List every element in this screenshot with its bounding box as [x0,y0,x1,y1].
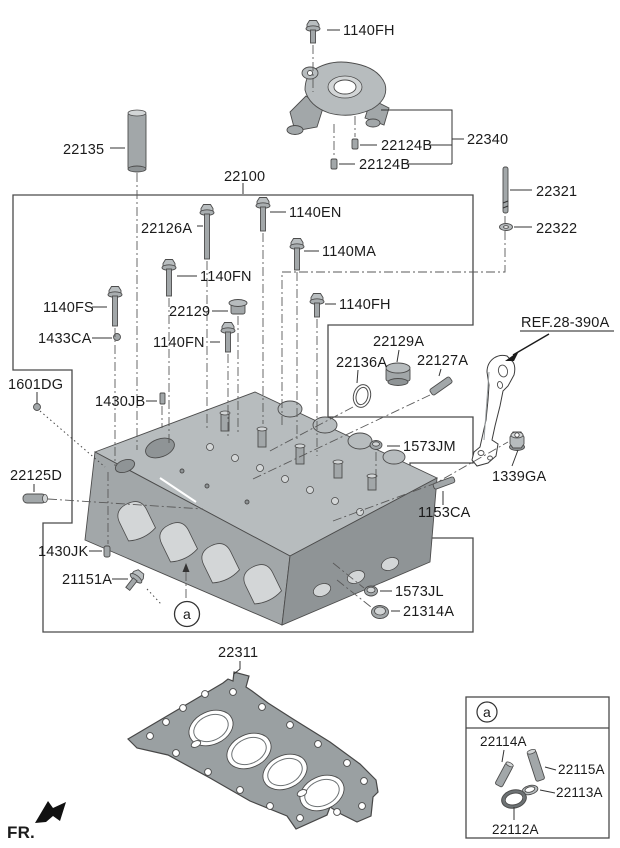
pin-22124b-1-drawing [351,138,359,150]
valve-guide-drawing [127,109,147,173]
label-1573jl: 1573JL [395,584,444,600]
plug-22129a-drawing [385,362,411,386]
label-22321: 22321 [536,184,577,200]
leader-1601dg-dotted [39,410,106,468]
label-22129a: 22129A [373,334,424,350]
label-22100: 22100 [224,169,265,185]
label-22112a: 22112A [492,822,539,837]
valve-seat-22112a-drawing [501,789,527,809]
label-1140en: 1140EN [289,205,342,221]
bolt-22126a-drawing [199,204,215,260]
label-22114a: 22114A [480,734,527,749]
front-arrow-icon [35,801,66,823]
bolt-1140fn-2-drawing [220,322,236,353]
plug-22129-drawing [228,299,248,315]
label-1430jk: 1430JK [38,544,89,560]
label-22124b-2: 22124B [359,157,410,173]
detail-box [465,696,610,839]
label-1573jm: 1573JM [403,439,456,455]
pin-1601dg-ball [33,403,41,411]
label-1140fn-1: 1140FN [200,269,252,285]
head-gasket-drawing [127,671,379,830]
label-22322: 22322 [536,221,577,237]
bolt-1140fs-drawing [107,286,123,327]
label-22135: 22135 [63,142,104,158]
label-1601dg: 1601DG [8,377,63,393]
label-1140fn-2: 1140FN [153,335,205,351]
bolt-1140fh-2-drawing [309,293,325,318]
leader-lines [33,29,557,820]
label-21314a: 21314A [403,604,454,620]
label-22127a: 22127A [417,353,468,369]
label-22124b-1: 22124B [381,138,432,154]
label-1433ca: 1433CA [38,331,92,347]
front-direction-marker: FR. [7,801,66,842]
pin-1430jk-drawing [103,545,111,558]
label-22136a: 22136A [336,355,387,371]
front-marker-label: FR. [7,823,35,842]
pin-22124b-2-drawing [330,158,338,170]
ref-bracket-drawing [471,354,516,467]
detail-marker-a-box-letter: a [483,704,491,720]
label-1140fh-top: 1140FH [343,23,395,39]
detail-marker-a-main-letter: a [183,606,191,622]
water-outlet-fitting-drawing [286,61,390,135]
label-1140fs: 1140FS [43,300,94,316]
label-22311: 22311 [218,645,258,661]
label-1430jb: 1430JB [95,394,145,410]
oring-22136a-drawing [352,384,372,408]
cap-1573jl-drawing [364,585,378,597]
stud-22321-drawing [502,166,509,214]
label-22115a: 22115A [558,762,605,777]
bolt-21151a-drawing [125,567,147,591]
washer-22322-drawing [499,223,513,231]
bolt-1140en-drawing [255,197,271,232]
detail-marker-a-box: a [476,701,498,723]
bolt-1140fn-1-drawing [161,259,177,297]
label-1140fh-2: 1140FH [339,297,391,313]
cylinder-head-drawing [84,391,439,626]
valve-guide-22115a-drawing [526,748,545,782]
label-1153ca: 1153CA [418,505,471,521]
cap-1573jm-drawing [369,440,383,450]
label-22126a: 22126A [141,221,192,237]
pin-1430jb-drawing [159,392,166,405]
label-22113a: 22113A [556,785,603,800]
bolt-1140ma-drawing [289,238,305,271]
bolt-1140fh-top-drawing [305,20,321,44]
valve-guide-22114a-drawing [495,761,514,788]
dowel-22125d-drawing [22,493,48,504]
label-22129: 22129 [169,304,210,320]
leader-21151a-dotted [146,588,162,605]
label-21151a: 21151A [62,572,112,588]
label-22340: 22340 [467,132,508,148]
dowel-1153ca-drawing [432,476,456,490]
label-22125d: 22125D [10,468,62,484]
label-ref-28-390a: REF.28-390A [521,315,610,331]
ref-arrow [505,330,614,361]
detail-marker-a-main: a [173,600,201,628]
nut-1339ga-drawing [509,431,525,451]
label-1140ma: 1140MA [322,244,376,260]
dowel-22127a-drawing [429,376,453,396]
cap-21314a-drawing [371,605,389,619]
label-1339ga: 1339GA [492,469,547,485]
centerlines [47,45,509,608]
